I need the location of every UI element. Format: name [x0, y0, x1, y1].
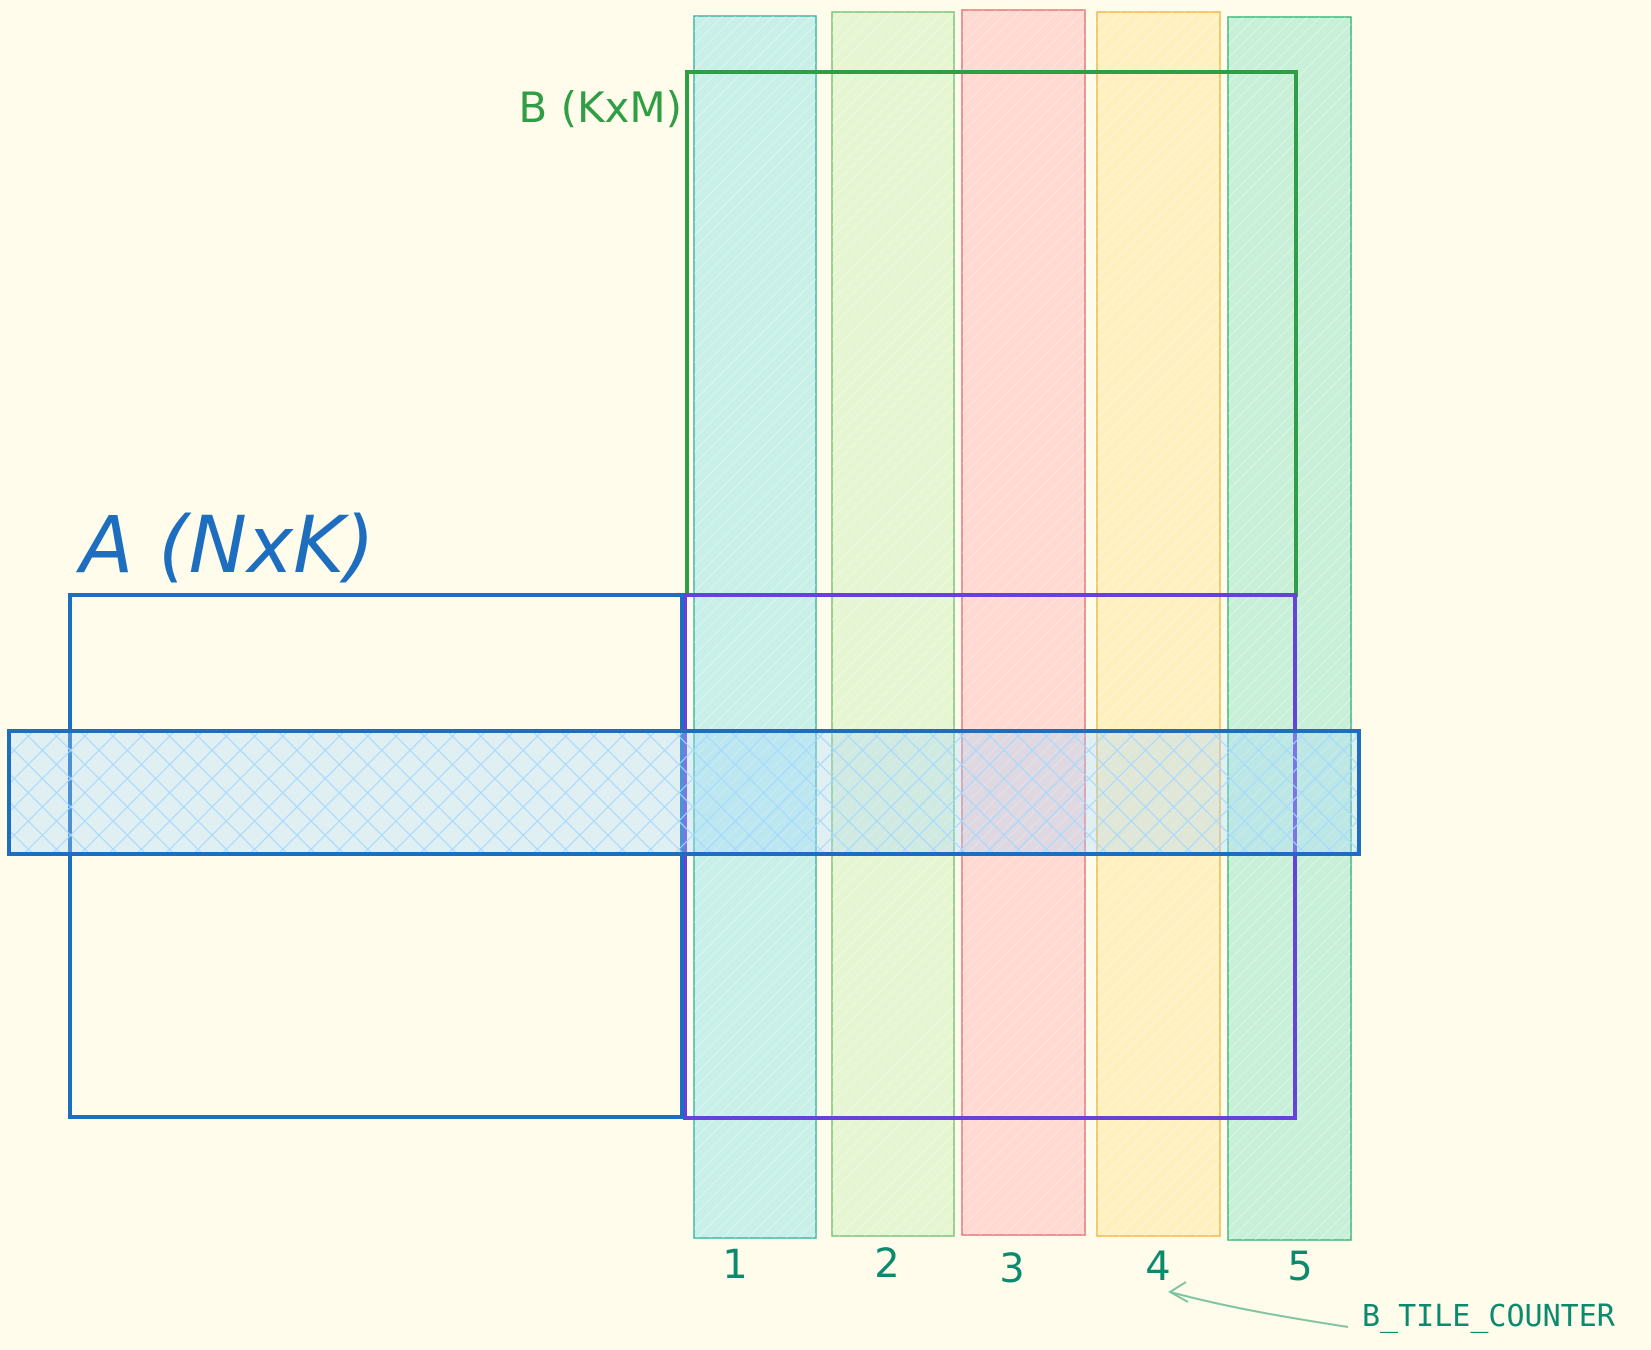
tile-number-2: 2 [874, 1241, 899, 1287]
b-tile-3 [961, 9, 1086, 1236]
tile-number-4: 4 [1145, 1244, 1170, 1290]
tile-number-5: 5 [1287, 1244, 1312, 1290]
tile-number-3: 3 [999, 1246, 1024, 1292]
result-matrix-outline [683, 593, 1297, 1120]
b-tiles [693, 9, 1352, 1241]
row-band-outline [7, 729, 1361, 856]
annotation-arrow [1168, 1281, 1349, 1328]
matrix-b-label: B (KxM) [518, 83, 682, 132]
b-tile-1 [693, 15, 817, 1239]
b-tile-2 [831, 11, 955, 1237]
b-tile-5 [1227, 16, 1352, 1241]
b-tile-4 [1096, 11, 1221, 1237]
matrix-a-label: A (NxK) [75, 501, 375, 591]
tile-number-1: 1 [722, 1242, 747, 1288]
row-band [7, 729, 1361, 856]
tile-counter-label: B_TILE_COUNTER [1362, 1299, 1616, 1334]
